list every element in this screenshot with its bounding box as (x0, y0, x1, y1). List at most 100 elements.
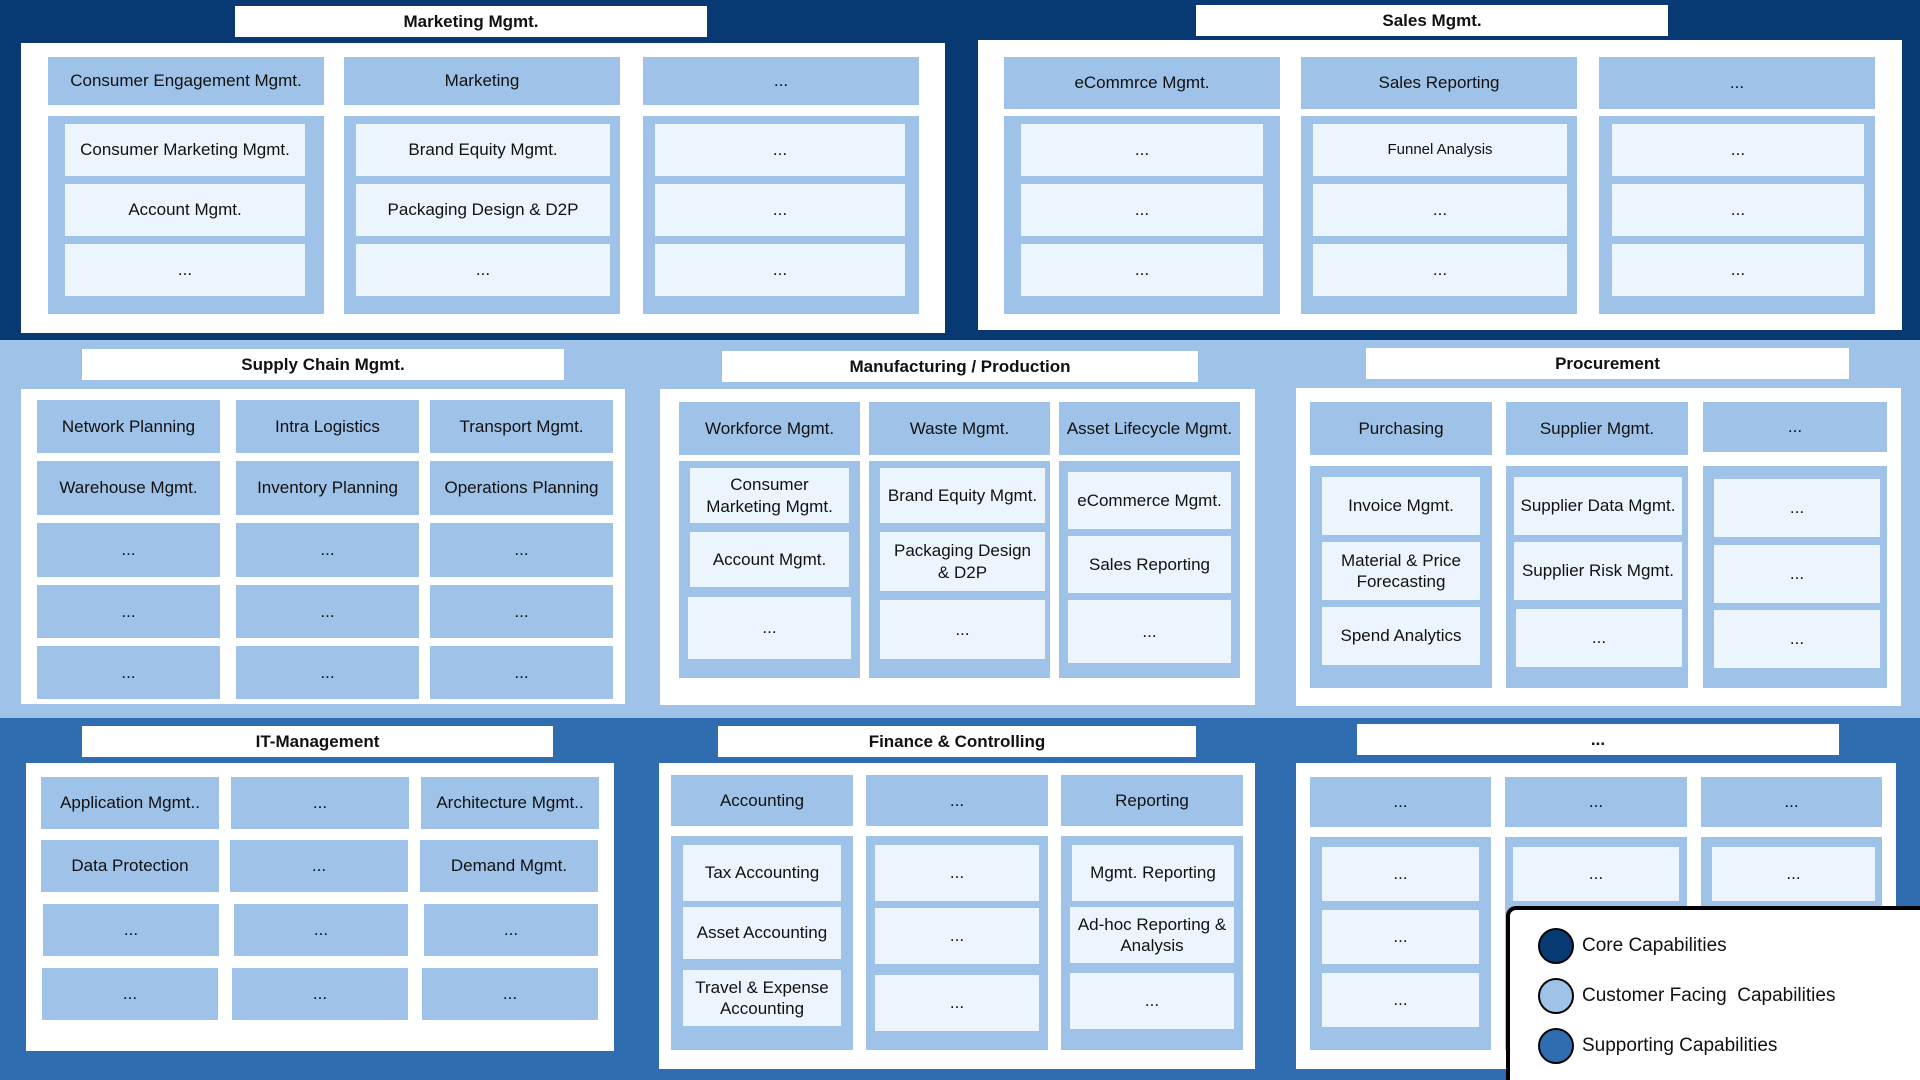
supply-chain-capability: Transport Mgmt. (430, 400, 613, 453)
procurement-col1-item: Invoice Mgmt. (1322, 477, 1480, 535)
supply-chain-capability: Operations Planning (430, 461, 613, 515)
other-col1-item: ... (1322, 847, 1479, 901)
procurement-col2-item: Supplier Data Mgmt. (1514, 477, 1682, 535)
finance-col1-item: Travel & Expense Accounting (683, 970, 841, 1026)
manufacturing-col3-item: Sales Reporting (1068, 536, 1231, 593)
it-capability: Data Protection (41, 840, 219, 892)
marketing-col1-item: Account Mgmt. (65, 184, 305, 236)
marketing-col3-item: ... (655, 124, 905, 176)
procurement-col3-header: ... (1703, 402, 1887, 452)
procurement-col2-header: Supplier Mgmt. (1506, 402, 1688, 455)
marketing-col3-item: ... (655, 184, 905, 236)
sales-col1-item: ... (1021, 184, 1263, 236)
it-management-title: IT-Management (82, 726, 553, 757)
it-capability: ... (43, 904, 219, 956)
finance-col2-item: ... (875, 845, 1039, 901)
manufacturing-title: Manufacturing / Production (722, 351, 1198, 382)
manufacturing-col3-item: ... (1068, 600, 1231, 663)
sales-col1-item: ... (1021, 244, 1263, 296)
marketing-col3-header: ... (643, 57, 919, 105)
finance-col3-item: Mgmt. Reporting (1072, 845, 1234, 901)
sales-col1-header: eCommrce Mgmt. (1004, 57, 1280, 109)
supply-chain-capability: ... (236, 585, 419, 638)
supply-chain-capability: ... (37, 523, 220, 577)
other-title: ... (1357, 724, 1839, 755)
legend-label: Supporting Capabilities (1582, 1035, 1778, 1056)
other-col1-item: ... (1322, 910, 1479, 964)
finance-col2-item: ... (875, 975, 1039, 1031)
procurement-col1-item: Spend Analytics (1322, 607, 1480, 665)
it-capability: ... (234, 904, 408, 956)
marketing-title: Marketing Mgmt. (235, 6, 707, 37)
procurement-col3-item: ... (1714, 479, 1880, 537)
legend-label: Customer Facing Capabilities (1582, 985, 1836, 1006)
supply-chain-title: Supply Chain Mgmt. (82, 349, 564, 380)
finance-col3-item: ... (1070, 973, 1234, 1029)
procurement-col1-header: Purchasing (1310, 402, 1492, 455)
it-capability: Application Mgmt.. (41, 777, 219, 829)
sales-col1-item: ... (1021, 124, 1263, 176)
core-swatch-icon (1538, 928, 1574, 964)
it-capability: ... (232, 968, 408, 1020)
it-capability: Architecture Mgmt.. (421, 777, 599, 829)
marketing-col3-item: ... (655, 244, 905, 296)
supply-chain-capability: Intra Logistics (236, 400, 419, 453)
sales-title: Sales Mgmt. (1196, 5, 1668, 36)
supply-chain-capability: ... (430, 523, 613, 577)
procurement-col2-item: Supplier Risk Mgmt. (1514, 542, 1682, 600)
other-col1-header: ... (1310, 777, 1491, 827)
manufacturing-col1-header: Workforce Mgmt. (679, 402, 860, 455)
other-col3-header: ... (1701, 777, 1882, 827)
marketing-col2-header: Marketing (344, 57, 620, 105)
manufacturing-col2-item: ... (880, 600, 1045, 659)
marketing-col2-item: Brand Equity Mgmt. (356, 124, 610, 176)
it-capability: ... (231, 777, 409, 829)
procurement-title: Procurement (1366, 348, 1849, 379)
marketing-col1-item: ... (65, 244, 305, 296)
finance-col2-item: ... (875, 908, 1039, 964)
finance-col1-item: Tax Accounting (683, 845, 841, 901)
other-col1-item: ... (1322, 973, 1479, 1027)
finance-col2-header: ... (866, 775, 1048, 826)
sales-col2-item: Funnel Analysis (1313, 124, 1567, 176)
finance-col1-header: Accounting (671, 775, 853, 826)
finance-col3-header: Reporting (1061, 775, 1243, 826)
supply-chain-capability: Inventory Planning (236, 461, 419, 515)
manufacturing-col2-item: Packaging Design & D2P (880, 532, 1045, 591)
other-col2-header: ... (1505, 777, 1687, 827)
legend: Core Capabilities Customer Facing Capabi… (1506, 906, 1920, 1080)
sales-col3-item: ... (1612, 184, 1864, 236)
legend-label: Core Capabilities (1582, 935, 1727, 956)
procurement-col2-item: ... (1516, 609, 1682, 667)
marketing-col2-item: Packaging Design & D2P (356, 184, 610, 236)
procurement-col3-item: ... (1714, 610, 1880, 668)
customer-facing-swatch-icon (1538, 978, 1574, 1014)
sales-col3-header: ... (1599, 57, 1875, 109)
manufacturing-col2-item: Brand Equity Mgmt. (880, 468, 1045, 523)
other-col3-item: ... (1712, 847, 1875, 901)
manufacturing-col1-item: ... (688, 597, 851, 659)
sales-col3-item: ... (1612, 244, 1864, 296)
supply-chain-capability: Warehouse Mgmt. (37, 461, 220, 515)
supply-chain-capability: ... (37, 585, 220, 638)
marketing-col1-header: Consumer Engagement Mgmt. (48, 57, 324, 105)
supply-chain-capability: ... (236, 646, 419, 699)
supporting-swatch-icon (1538, 1028, 1574, 1064)
it-capability: ... (424, 904, 598, 956)
procurement-col1-item: Material & Price Forecasting (1322, 542, 1480, 600)
it-capability: Demand Mgmt. (420, 840, 598, 892)
legend-item-supporting: Supporting Capabilities (1538, 1028, 1777, 1064)
sales-col3-item: ... (1612, 124, 1864, 176)
supply-chain-capability: Network Planning (37, 400, 220, 453)
legend-item-customer-facing: Customer Facing Capabilities (1538, 978, 1835, 1014)
it-capability: ... (422, 968, 598, 1020)
manufacturing-col2-header: Waste Mgmt. (869, 402, 1050, 455)
manufacturing-col3-header: Asset Lifecycle Mgmt. (1059, 402, 1240, 455)
manufacturing-col1-item: Account Mgmt. (690, 532, 849, 587)
finance-col1-item: Asset Accounting (683, 907, 841, 959)
it-capability: ... (230, 840, 408, 892)
sales-col2-item: ... (1313, 244, 1567, 296)
supply-chain-capability: ... (430, 646, 613, 699)
marketing-col2-item: ... (356, 244, 610, 296)
marketing-col1-item: Consumer Marketing Mgmt. (65, 124, 305, 176)
